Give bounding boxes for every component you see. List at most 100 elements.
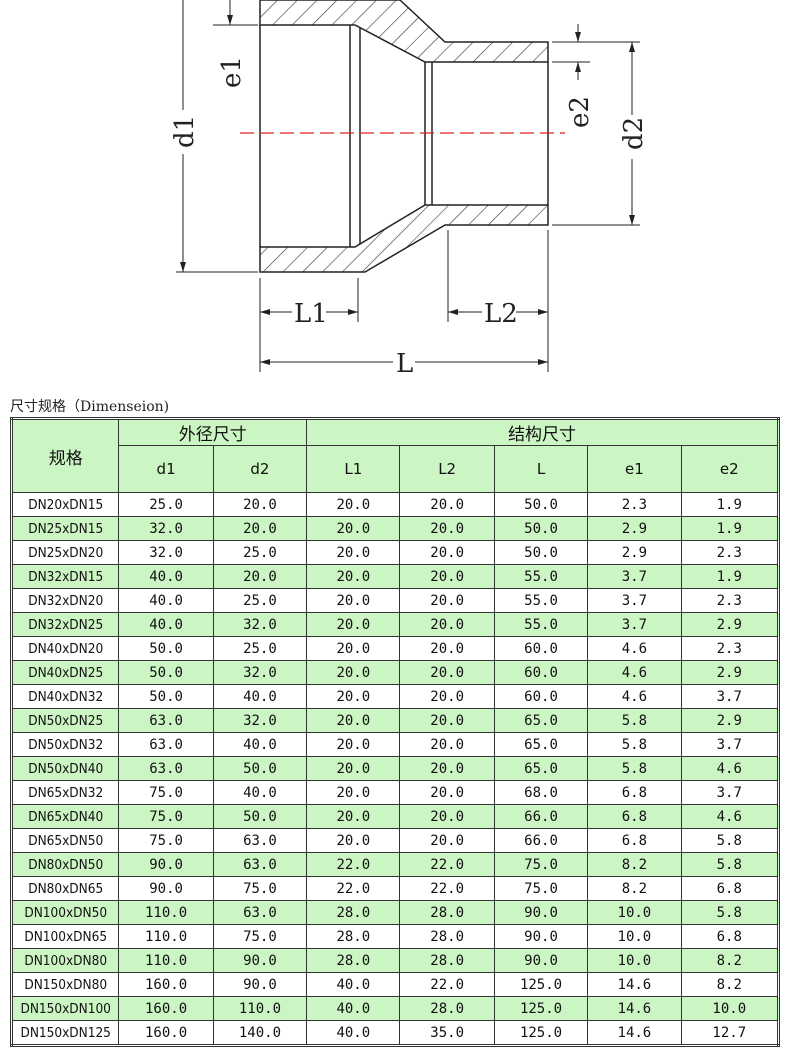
cell-d1: 50.0 (118, 636, 214, 661)
cell-l1: 20.0 (306, 684, 401, 709)
cell-d1: 40.0 (118, 588, 214, 613)
cell-l: 50.0 (493, 492, 589, 517)
cell-e2: 8.2 (680, 948, 780, 973)
cell-e1: 4.6 (587, 684, 682, 709)
cell-e2: 4.6 (680, 756, 780, 781)
cell-spec: DN40xDN32 (10, 684, 120, 709)
label-d1: d1 (170, 115, 200, 148)
cell-l2: 20.0 (399, 732, 495, 757)
column-header-l1: L1 (306, 445, 401, 493)
cell-l1: 28.0 (306, 924, 401, 949)
label-e2: e2 (565, 96, 595, 128)
cell-e2: 4.6 (680, 804, 780, 829)
cell-e1: 2.3 (587, 492, 682, 517)
cell-d2: 63.0 (212, 852, 308, 877)
cell-spec: DN65xDN32 (10, 780, 120, 805)
cell-e1: 5.8 (587, 708, 682, 733)
cell-l2: 20.0 (399, 660, 495, 685)
cell-d1: 40.0 (118, 612, 214, 637)
cell-d2: 40.0 (212, 732, 308, 757)
cell-e1: 10.0 (587, 924, 682, 949)
cell-e1: 14.6 (587, 996, 682, 1021)
cell-d1: 110.0 (118, 900, 214, 925)
header-outer-diameter: 外径尺寸 (118, 418, 308, 446)
cell-e2: 8.2 (680, 972, 780, 997)
cell-e2: 2.9 (680, 612, 780, 637)
cell-l1: 20.0 (306, 492, 401, 517)
cell-d2: 75.0 (212, 924, 308, 949)
cell-l: 60.0 (493, 660, 589, 685)
cell-l1: 20.0 (306, 804, 401, 829)
cell-l2: 20.0 (399, 756, 495, 781)
cell-d1: 63.0 (118, 756, 214, 781)
cell-l2: 35.0 (399, 1020, 495, 1046)
cell-spec: DN100xDN80 (10, 948, 120, 973)
cell-l: 90.0 (493, 900, 589, 925)
cell-l1: 20.0 (306, 516, 401, 541)
cell-l1: 20.0 (306, 564, 401, 589)
cell-spec: DN25xDN20 (10, 540, 120, 565)
cell-e2: 1.9 (680, 564, 780, 589)
cell-spec: DN65xDN40 (10, 804, 120, 829)
reducer-cross-section-drawing: d1 e1 d2 e2 L1 L2 L (170, 0, 649, 379)
column-header-e2: e2 (680, 445, 780, 493)
cell-e2: 2.3 (680, 540, 780, 565)
cell-d1: 110.0 (118, 948, 214, 973)
cell-l2: 22.0 (399, 852, 495, 877)
cell-e2: 1.9 (680, 516, 780, 541)
cell-spec: DN150xDN100 (10, 996, 120, 1021)
cell-l2: 28.0 (399, 996, 495, 1021)
cell-l1: 20.0 (306, 708, 401, 733)
cell-d1: 90.0 (118, 852, 214, 877)
cell-d1: 90.0 (118, 876, 214, 901)
cell-l: 65.0 (493, 756, 589, 781)
cell-spec: DN65xDN50 (10, 828, 120, 853)
cell-d2: 140.0 (212, 1020, 308, 1046)
cell-l: 66.0 (493, 828, 589, 853)
cell-spec: DN150xDN125 (10, 1020, 120, 1046)
cell-spec: DN32xDN25 (10, 612, 120, 637)
cell-e2: 2.9 (680, 708, 780, 733)
cell-spec: DN80xDN50 (10, 852, 120, 877)
cell-e1: 10.0 (587, 900, 682, 925)
cell-e1: 6.8 (587, 804, 682, 829)
cell-d1: 160.0 (118, 972, 214, 997)
cell-spec: DN32xDN20 (10, 588, 120, 613)
cell-e1: 2.9 (587, 516, 682, 541)
cell-e1: 5.8 (587, 732, 682, 757)
cell-l: 65.0 (493, 732, 589, 757)
cell-d2: 32.0 (212, 660, 308, 685)
cell-d1: 40.0 (118, 564, 214, 589)
cell-e1: 5.8 (587, 756, 682, 781)
cell-e2: 10.0 (680, 996, 780, 1021)
cell-spec: DN50xDN25 (10, 708, 120, 733)
cell-e1: 8.2 (587, 876, 682, 901)
header-spec: 规格 (10, 418, 120, 493)
cell-d1: 75.0 (118, 828, 214, 853)
cell-spec: DN100xDN50 (10, 900, 120, 925)
cell-l1: 40.0 (306, 972, 401, 997)
cell-l: 125.0 (493, 996, 589, 1021)
cell-l: 75.0 (493, 852, 589, 877)
cell-e1: 3.7 (587, 588, 682, 613)
cell-d1: 32.0 (118, 516, 214, 541)
fitting-wall-top (259, 0, 549, 63)
column-header-d1: d1 (118, 445, 214, 493)
cell-l: 55.0 (493, 588, 589, 613)
cell-l2: 20.0 (399, 708, 495, 733)
cell-e1: 14.6 (587, 972, 682, 997)
cell-spec: DN25xDN15 (10, 516, 120, 541)
cell-spec: DN40xDN20 (10, 636, 120, 661)
cell-spec: DN100xDN65 (10, 924, 120, 949)
cell-d2: 50.0 (212, 756, 308, 781)
cell-spec: DN80xDN65 (10, 876, 120, 901)
cell-spec: DN40xDN25 (10, 660, 120, 685)
